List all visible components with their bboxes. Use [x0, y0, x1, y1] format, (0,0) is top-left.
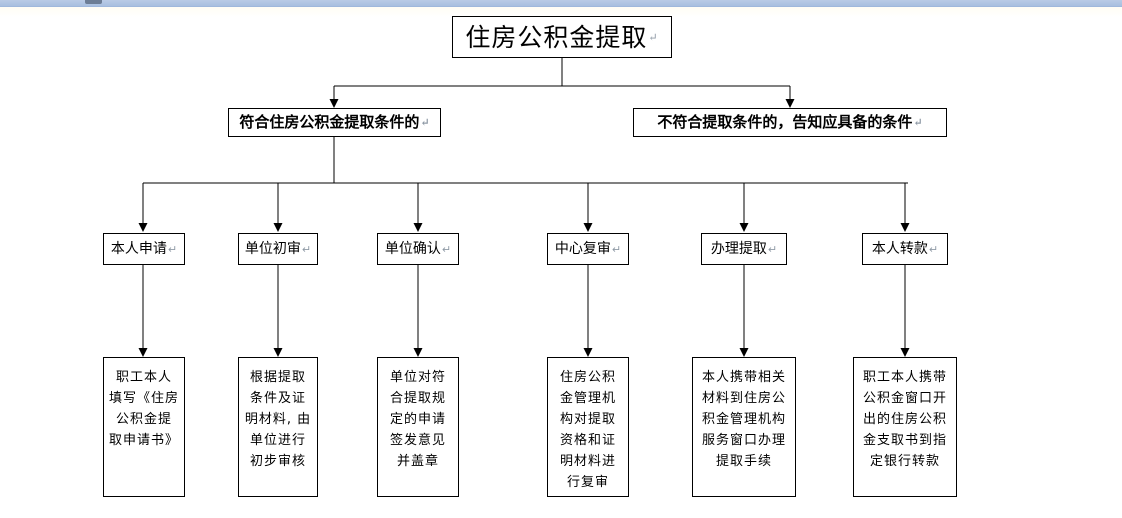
node-detail-label: 本人携带相关 材料到住房公 积金管理机构 服务窗口办理 提取手续 [701, 370, 786, 470]
browser-tab-marker[interactable] [85, 0, 102, 4]
return-mark-icon: ↵ [420, 116, 430, 129]
node-title-housing-fund-withdrawal[interactable]: 住房公积金提取↵ [452, 16, 672, 58]
return-mark-icon: ↵ [611, 242, 622, 256]
node-step-unit-preliminary-review[interactable]: 单位初审↵ [238, 233, 318, 265]
node-title-label: 住房公积金提取 [465, 22, 648, 52]
node-step-center-review[interactable]: 中心复审↵ [547, 233, 629, 265]
return-mark-icon: ↵ [167, 242, 178, 256]
node-detail-bank-transfer[interactable]: 职工本人携带 公积金窗口开 出的住房公积 金支取书到指 定银行转款 [853, 357, 957, 497]
node-condition-eligible[interactable]: 符合住房公积金提取条件的↵ [228, 108, 441, 137]
node-detail-unit-sign-and-seal[interactable]: 单位对符 合提取规 定的申请 签发意见 并盖章 [377, 357, 459, 497]
node-detail-label: 住房公积 金管理机 构对提取 资格和证 明材料进 行复审 [559, 370, 616, 491]
node-step-label: 本人申请 [110, 241, 167, 257]
return-mark-icon: ↵ [928, 242, 939, 256]
node-detail-label: 职工本人 填写《住房 公积金提 取申请书》 [108, 370, 179, 449]
node-step-process-withdrawal[interactable]: 办理提取↵ [701, 233, 787, 265]
node-step-label: 本人转款 [871, 241, 928, 257]
node-step-label: 中心复审 [554, 241, 611, 257]
return-mark-icon: ↵ [441, 242, 452, 256]
return-mark-icon: ↵ [913, 116, 923, 129]
return-mark-icon: ↵ [648, 30, 659, 44]
node-detail-label: 根据提取 条件及证 明材料, 由 单位进行 初步审核 [244, 370, 312, 470]
node-step-label: 单位初审 [244, 241, 301, 257]
return-mark-icon: ↵ [767, 242, 778, 256]
node-step-label: 办理提取 [710, 241, 767, 257]
node-detail-label: 职工本人携带 公积金窗口开 出的住房公积 金支取书到指 定银行转款 [862, 370, 947, 470]
node-step-personal-application[interactable]: 本人申请↵ [103, 233, 185, 265]
node-condition-not-eligible[interactable]: 不符合提取条件的，告知应具备的条件↵ [633, 108, 947, 137]
node-step-unit-confirmation[interactable]: 单位确认↵ [377, 233, 459, 265]
node-detail-fill-application-form[interactable]: 职工本人 填写《住房 公积金提 取申请书》 [103, 357, 185, 497]
return-mark-icon: ↵ [301, 242, 312, 256]
node-condition-not-eligible-label: 不符合提取条件的，告知应具备的条件 [657, 113, 913, 131]
node-detail-center-recheck[interactable]: 住房公积 金管理机 构对提取 资格和证 明材料进 行复审 [547, 357, 629, 497]
node-step-label: 单位确认 [384, 241, 441, 257]
node-detail-window-procedure[interactable]: 本人携带相关 材料到住房公 积金管理机构 服务窗口办理 提取手续 [692, 357, 796, 497]
node-detail-unit-initial-audit[interactable]: 根据提取 条件及证 明材料, 由 单位进行 初步审核 [238, 357, 318, 497]
node-step-personal-transfer[interactable]: 本人转款↵ [862, 233, 948, 265]
chrome-gradient-fade [0, 7, 1122, 17]
browser-chrome-bar [0, 0, 1122, 7]
node-condition-eligible-label: 符合住房公积金提取条件的 [239, 113, 420, 131]
node-detail-label: 单位对符 合提取规 定的申请 签发意见 并盖章 [389, 370, 446, 470]
